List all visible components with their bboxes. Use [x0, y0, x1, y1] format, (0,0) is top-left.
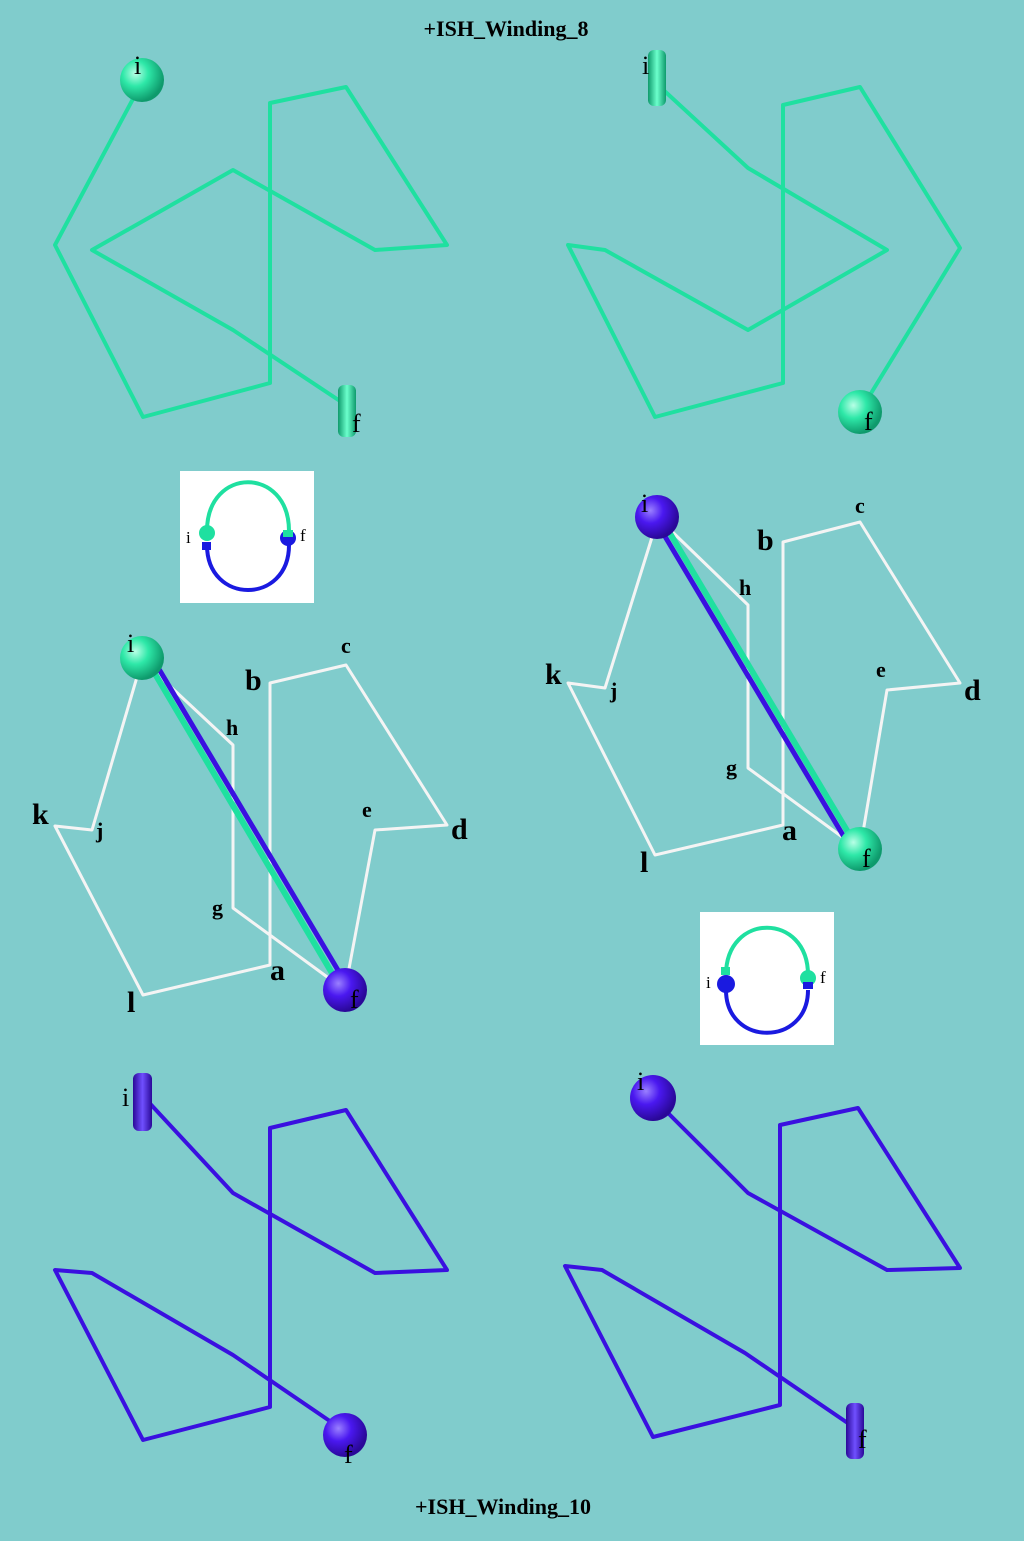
panel-bottom-left: i f — [53, 1073, 449, 1469]
end-cylinder — [846, 1403, 864, 1459]
end-label: f — [352, 409, 361, 438]
end-label: f — [858, 1425, 867, 1454]
point-g-label: g — [212, 895, 223, 920]
start-sphere — [635, 495, 679, 539]
start-label: i — [642, 51, 649, 80]
end-sphere — [838, 827, 882, 871]
path-bottom-left — [53, 1093, 449, 1442]
bottom-title: +ISH_Winding_10 — [415, 1494, 591, 1519]
inset-bottom-green-arc — [724, 925, 810, 976]
inset-bottom: i f — [700, 912, 834, 1045]
inset-top-start-dot — [199, 525, 215, 541]
path-bottom-right — [563, 1098, 962, 1439]
end-label: f — [344, 1440, 353, 1469]
point-j-label: j — [95, 818, 103, 843]
point-b-label: b — [245, 664, 262, 697]
inset-top-start-mark — [202, 542, 211, 550]
path-top-left — [53, 81, 449, 419]
point-c-label: c — [341, 633, 351, 658]
path-mid-left — [53, 658, 449, 997]
point-k-label: k — [32, 798, 49, 831]
point-l-label: l — [640, 846, 648, 879]
panel-top-left: i f — [53, 51, 449, 438]
path-mid-right — [566, 516, 962, 857]
start-label: i — [134, 51, 141, 80]
end-sphere — [323, 968, 367, 1012]
point-d-label: d — [964, 674, 981, 707]
inset-top-green-arc — [205, 480, 291, 532]
end-label: f — [350, 985, 359, 1014]
end-sphere — [323, 1413, 367, 1457]
point-d-label: d — [451, 813, 468, 846]
inset-bottom-end-mark — [803, 982, 813, 989]
point-k-label: k — [545, 658, 562, 691]
panel-mid-right: i f a b c d e g h j k l — [545, 489, 981, 879]
point-e-label: e — [876, 657, 886, 682]
point-c-label: c — [855, 493, 865, 518]
end-cylinder — [338, 385, 356, 437]
chord-mid-right-green — [659, 518, 858, 846]
chord-mid-left-blue — [150, 657, 348, 984]
start-label: i — [122, 1083, 129, 1112]
point-e-label: e — [362, 797, 372, 822]
point-b-label: b — [757, 524, 774, 557]
point-l-label: l — [127, 986, 135, 1019]
end-label: f — [862, 844, 871, 873]
point-j-label: j — [609, 678, 617, 703]
start-label: i — [637, 1067, 644, 1096]
point-a-label: a — [782, 814, 797, 847]
inset-bottom-right-label: f — [820, 968, 826, 987]
point-h-label: h — [739, 575, 751, 600]
point-g-label: g — [726, 755, 737, 780]
inset-top-blue-arc — [205, 544, 291, 592]
panel-top-right: i f — [566, 50, 962, 436]
chord-mid-left-green — [145, 660, 342, 987]
point-a-label: a — [270, 954, 285, 987]
inset-bottom-start-dot — [717, 975, 735, 993]
inset-bottom-blue-arc — [724, 989, 810, 1035]
start-sphere — [630, 1075, 676, 1121]
path-top-right — [566, 83, 962, 419]
inset-top-end-mark — [283, 530, 293, 537]
panel-mid-left: i f a b c d e g h j k l — [32, 629, 468, 1019]
start-label: i — [127, 629, 134, 658]
inset-top-left-label: i — [186, 528, 191, 547]
chord-mid-right-blue — [654, 521, 853, 849]
start-label: i — [641, 489, 648, 518]
panel-bottom-right: i f — [563, 1067, 962, 1459]
start-cylinder — [648, 50, 666, 106]
inset-bottom-left-label: i — [706, 973, 711, 992]
inset-top: i f — [180, 471, 314, 603]
inset-bottom-start-mark — [721, 967, 730, 975]
start-sphere — [120, 58, 164, 102]
top-title: +ISH_Winding_8 — [424, 16, 589, 41]
point-h-label: h — [226, 715, 238, 740]
start-cylinder — [133, 1073, 152, 1131]
end-sphere — [838, 390, 882, 434]
start-sphere — [120, 636, 164, 680]
inset-top-right-label: f — [300, 526, 306, 545]
end-label: f — [864, 407, 873, 436]
